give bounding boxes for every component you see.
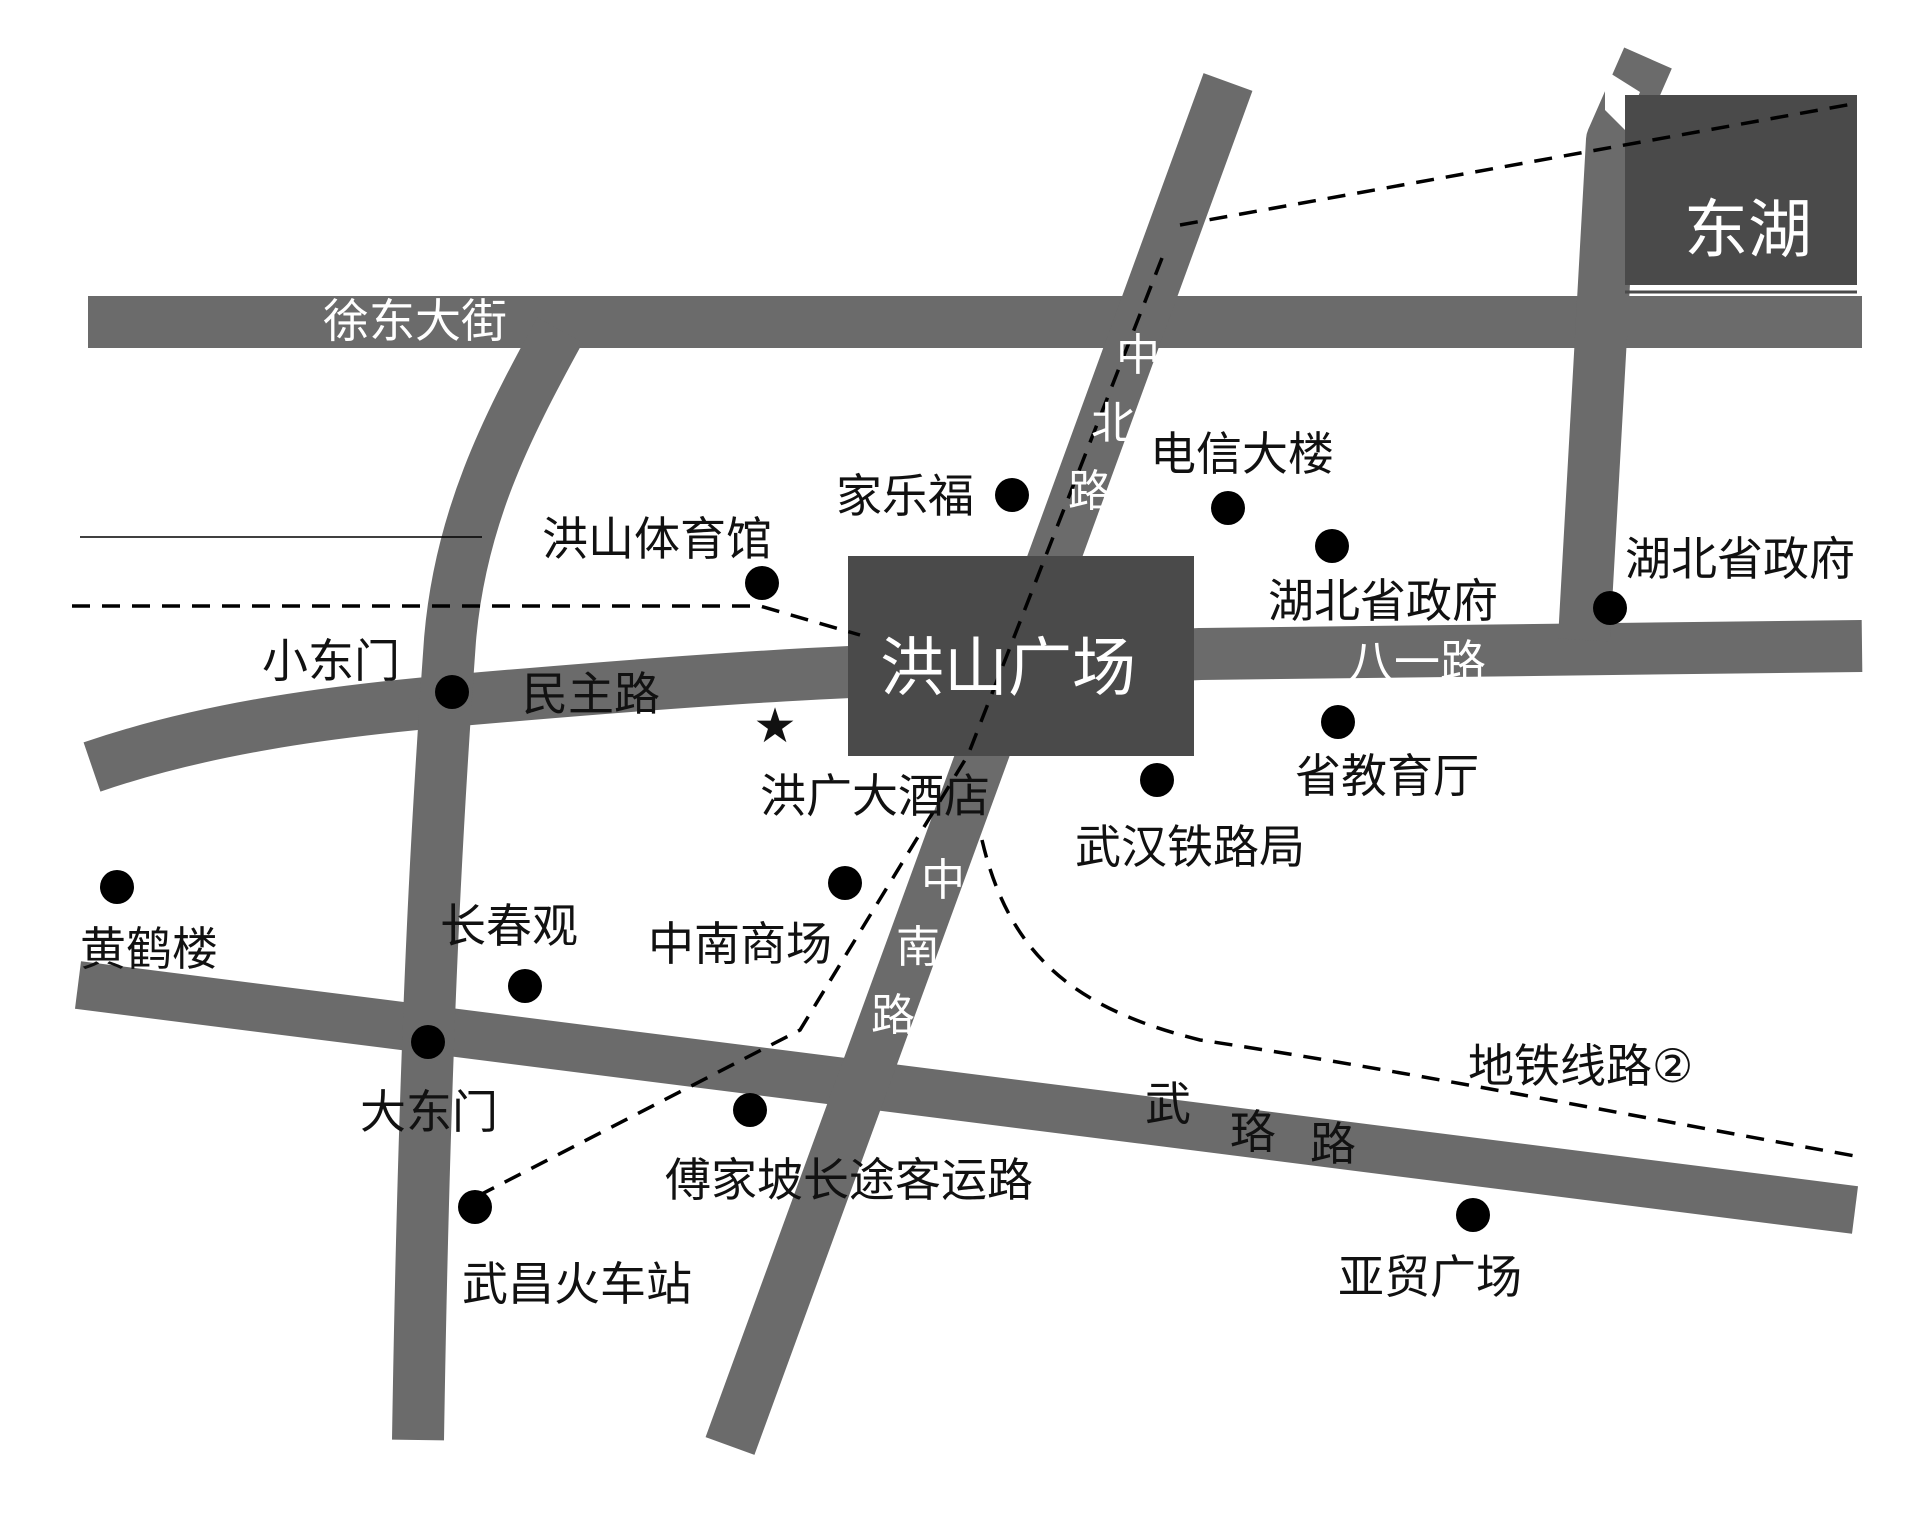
place-label-hubei-gov-1: 湖北省政府: [1268, 574, 1498, 628]
marker-tieluju: [1140, 763, 1174, 797]
marker-fujiapo: [733, 1093, 767, 1127]
place-label-tiyuguan: 洪山体育馆: [542, 512, 772, 566]
metro-line-2: [72, 101, 1859, 1202]
road-label-wuluo-2: 珞: [1230, 1105, 1276, 1159]
marker-dadongmen: [411, 1025, 445, 1059]
east-lake-label: 东湖: [1684, 194, 1812, 268]
road-east: [1558, 47, 1672, 642]
place-label-fujiapo: 傅家坡长途客运路: [665, 1153, 1033, 1207]
metro-southeast-segment: [980, 839, 1856, 1158]
metro-label: 地铁线路②: [1468, 1039, 1693, 1093]
road-label-zhongnan-1: 中: [921, 855, 965, 906]
place-label-dadongmen: 大东门: [360, 1085, 498, 1139]
place-label-jialefu: 家乐福: [836, 469, 974, 523]
marker-yamao: [1456, 1198, 1490, 1232]
place-label-huanghelou: 黄鹤楼: [80, 922, 218, 976]
road-label-zhongbei-1: 中: [1116, 330, 1160, 381]
road-label-zhongnan-2: 南: [896, 922, 940, 973]
road-label-minzhu: 民主路: [522, 667, 660, 721]
place-markers: [100, 478, 1627, 1232]
road-label-zhongbei-2: 北: [1091, 398, 1135, 449]
marker-huanghelou: [100, 870, 134, 904]
metro-trunk-segment: [469, 257, 1164, 1202]
place-label-tieluju: 武汉铁路局: [1075, 820, 1305, 874]
metro-northeast-segment: [1179, 101, 1859, 227]
marker-jiaoyuting: [1321, 705, 1355, 739]
road-label-zhongbei-3: 路: [1068, 466, 1112, 517]
hotel-star-icon: ★: [753, 698, 796, 754]
metro-west-segment: [72, 604, 861, 637]
marker-jialefu: [995, 478, 1029, 512]
place-label-wuchang-station: 武昌火车站: [462, 1257, 692, 1311]
place-label-dianxin: 电信大楼: [1150, 427, 1334, 481]
marker-changchunguan: [508, 969, 542, 1003]
place-label-hubei-gov-2: 湖北省政府: [1625, 532, 1855, 586]
marker-tiyuguan: [745, 566, 779, 600]
marker-xiaodongmen: [435, 675, 469, 709]
marker-wuchang-station: [458, 1190, 492, 1224]
east-lake-block: [1625, 95, 1857, 285]
road-east-tip: [1605, 70, 1640, 130]
marker-hubei-gov-2: [1593, 591, 1627, 625]
hongshan-square-block: [848, 556, 1194, 756]
place-label-hongguang-hotel: 洪广大酒店: [760, 769, 990, 823]
hongshan-square-label: 洪山广场: [880, 632, 1136, 706]
marker-zhongnan-mall: [828, 866, 862, 900]
place-label-yamao: 亚贸广场: [1338, 1250, 1522, 1304]
marker-dianxin: [1211, 491, 1245, 525]
road-label-zhongnan-3: 路: [871, 990, 915, 1041]
place-label-changchunguan: 长春观: [440, 899, 578, 953]
road-label-xudong: 徐东大街: [323, 294, 507, 348]
place-label-jiaoyuting: 省教育厅: [1295, 749, 1479, 803]
road-label-wuluo-3: 路: [1310, 1117, 1356, 1171]
place-label-zhongnan-mall: 中南商场: [648, 917, 832, 971]
place-label-xiaodongmen: 小东门: [262, 634, 400, 688]
road-wuluo: [74, 961, 1859, 1234]
road-label-bayi: 八一路: [1348, 635, 1486, 689]
road-zhongbei-zhongnan: [705, 73, 1253, 1455]
marker-hubei-gov-1: [1315, 529, 1349, 563]
road-label-wuluo-1: 武: [1145, 1077, 1191, 1131]
